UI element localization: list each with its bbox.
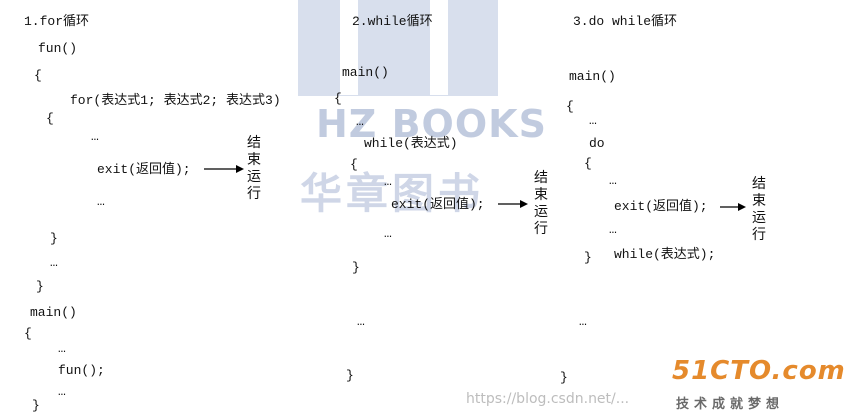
code-line: exit(返回值); <box>391 197 485 212</box>
code-line: } <box>32 398 40 413</box>
code-line: … <box>579 314 587 329</box>
code-line: } <box>352 260 360 275</box>
code-line: { <box>566 99 574 114</box>
code-line: for(表达式1; 表达式2; 表达式3) <box>70 93 281 108</box>
code-line: } <box>584 250 592 265</box>
code-line: … <box>589 113 597 128</box>
code-line: main() <box>342 65 389 80</box>
code-line: … <box>356 114 364 129</box>
panel-title: 2.while循环 <box>352 14 433 29</box>
code-line: { <box>334 91 342 106</box>
code-line: exit(返回值); <box>614 199 708 214</box>
end-run-label: 结束运行 <box>534 170 548 237</box>
code-line: do <box>589 136 605 151</box>
code-line: … <box>357 314 365 329</box>
code-line: while(表达式); <box>614 247 716 262</box>
watermark-bar <box>430 0 448 95</box>
code-line: { <box>584 156 592 171</box>
code-line: fun() <box>38 41 78 56</box>
panel-title: 1.for循环 <box>24 14 90 29</box>
code-line: … <box>58 341 66 356</box>
exit-arrow <box>498 200 528 208</box>
code-line: fun(); <box>58 363 105 378</box>
watermark-hz-books: HZ BOOKS <box>316 102 547 146</box>
code-line: { <box>350 157 358 172</box>
code-line: … <box>609 222 617 237</box>
watermark-bar <box>298 0 498 96</box>
code-line: { <box>24 326 32 341</box>
code-line: { <box>46 111 54 126</box>
panel-title: 3.do while循环 <box>573 14 678 29</box>
code-line: exit(返回值); <box>97 162 191 177</box>
end-run-label: 结束运行 <box>247 135 261 202</box>
watermark-bar <box>340 0 358 95</box>
watermark-url: https://blog.csdn.net/... <box>466 391 630 407</box>
code-line: { <box>34 68 42 83</box>
code-line: main() <box>569 69 616 84</box>
code-line: } <box>560 370 568 385</box>
code-line: main() <box>30 305 77 320</box>
code-line: } <box>50 231 58 246</box>
code-line: … <box>384 226 392 241</box>
code-line: … <box>91 129 99 144</box>
code-line: … <box>50 255 58 270</box>
logo-51cto: 51CTO.com <box>672 356 846 386</box>
code-line: } <box>36 279 44 294</box>
exit-arrow <box>204 165 244 173</box>
exit-arrow <box>720 203 746 211</box>
code-line: … <box>97 194 105 209</box>
end-run-label: 结束运行 <box>752 176 766 243</box>
logo-tagline: 技术成就梦想 <box>676 397 785 412</box>
watermark-hz-cn: 华章图书 <box>300 169 485 218</box>
arrows-layer <box>204 165 746 211</box>
code-line: … <box>384 174 392 189</box>
code-line: while(表达式) <box>364 136 458 151</box>
code-line: … <box>58 384 66 399</box>
code-line: } <box>346 368 354 383</box>
code-line: … <box>609 173 617 188</box>
